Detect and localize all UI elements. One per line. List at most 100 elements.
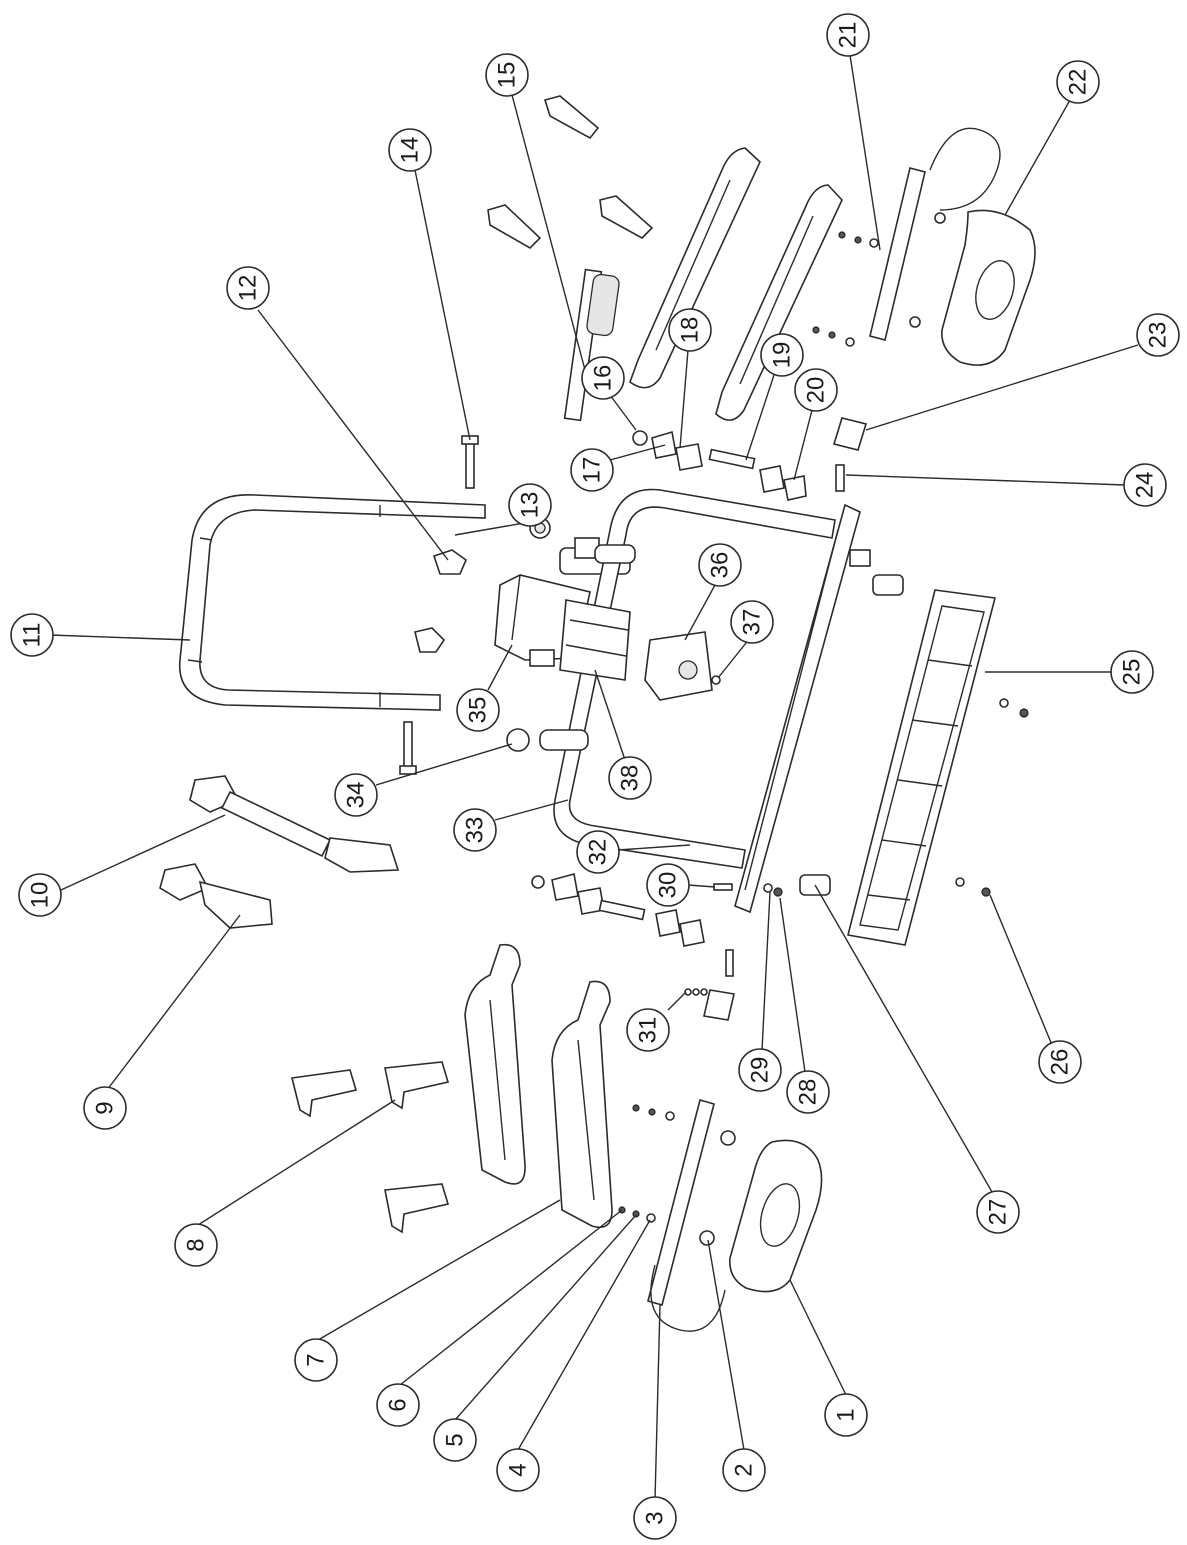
- part-29-washer: [763, 883, 773, 893]
- long-bolt: [399, 721, 417, 775]
- svg-text:4: 4: [505, 1463, 532, 1476]
- washer-lower-1: [720, 1130, 736, 1146]
- callout-22: 22: [1056, 60, 1100, 104]
- part-27-bumper-top: [872, 574, 904, 596]
- part-26-washer-lower: [955, 877, 965, 887]
- part-14-bolt: [461, 435, 479, 489]
- callout-21: 21: [826, 13, 870, 57]
- part-30-bolt: [713, 883, 733, 891]
- svg-text:31: 31: [635, 1017, 662, 1044]
- pin-lower: [598, 899, 646, 921]
- part-11-handle: [178, 494, 486, 711]
- svg-text:24: 24: [1132, 472, 1159, 499]
- part-3-rail: [618, 1099, 726, 1332]
- svg-text:26: 26: [1047, 1049, 1074, 1076]
- part-38-bracket: [559, 599, 631, 681]
- svg-text:21: 21: [835, 22, 862, 49]
- cam-lower-4: [679, 919, 705, 947]
- clip-top-3: [599, 195, 654, 239]
- part-33-frame: [539, 488, 871, 869]
- callout-18: 18: [668, 308, 712, 352]
- svg-text:38: 38: [617, 765, 644, 792]
- callout-14: 14: [388, 128, 432, 172]
- callout-7: 7: [294, 1338, 338, 1382]
- part-26-washer: [999, 698, 1009, 708]
- part-2-washer: [699, 1230, 715, 1246]
- part-28-nut: [773, 887, 783, 897]
- part-15-rod: [563, 268, 620, 422]
- callout-23: 23: [1136, 313, 1180, 357]
- callout-38: 38: [608, 756, 652, 800]
- callout-20: 20: [794, 368, 838, 412]
- part-36-clamp: [644, 631, 713, 701]
- part-31-bead-2: [692, 988, 700, 996]
- svg-text:27: 27: [985, 1199, 1012, 1226]
- svg-text:28: 28: [795, 1079, 822, 1106]
- svg-text:2: 2: [731, 1463, 758, 1476]
- part-31-bead-1: [684, 988, 692, 996]
- callout-32: 32: [576, 830, 620, 874]
- callout-33: 33: [453, 808, 497, 852]
- svg-text:14: 14: [397, 137, 424, 164]
- svg-text:23: 23: [1145, 322, 1172, 349]
- part-34-ball: [506, 728, 530, 752]
- svg-text:16: 16: [590, 365, 617, 392]
- svg-text:9: 9: [92, 1101, 119, 1114]
- part-20-cam-left: [759, 465, 785, 493]
- svg-text:18: 18: [677, 317, 704, 344]
- callout-2: 2: [722, 1448, 766, 1492]
- upper-arm-right: [715, 184, 843, 421]
- svg-text:17: 17: [579, 457, 606, 484]
- part-22-pad: [941, 209, 1036, 366]
- callout-11: 11: [10, 613, 54, 657]
- callout-24: 24: [1123, 463, 1167, 507]
- svg-text:5: 5: [442, 1433, 469, 1446]
- svg-text:6: 6: [385, 1398, 412, 1411]
- lower-arm-left: [464, 943, 526, 1185]
- callout-16: 16: [581, 356, 625, 400]
- svg-text:25: 25: [1119, 659, 1146, 686]
- callout-10: 10: [18, 873, 62, 917]
- callout-27: 27: [976, 1190, 1020, 1234]
- cross-beam: [734, 503, 861, 914]
- callout-37: 37: [730, 600, 774, 644]
- callout-12: 12: [226, 266, 270, 310]
- callout-4: 4: [496, 1448, 540, 1492]
- svg-text:30: 30: [655, 872, 682, 899]
- part-19-pin: [708, 448, 756, 470]
- part-16-nut: [632, 430, 648, 446]
- callout-31: 31: [626, 1008, 670, 1052]
- callout-36: 36: [698, 543, 742, 587]
- callout-25: 25: [1110, 650, 1154, 694]
- callout-34: 34: [334, 773, 378, 817]
- svg-text:19: 19: [769, 342, 796, 369]
- callout-8: 8: [174, 1223, 218, 1267]
- part-23-block: [832, 417, 868, 451]
- nut-lower: [531, 875, 545, 889]
- part-20-cam: [783, 475, 807, 501]
- part-31-bead-3: [700, 988, 708, 996]
- callout-29: 29: [738, 1048, 782, 1092]
- part-9-arm: [159, 863, 273, 929]
- spring-lower: [725, 949, 734, 977]
- svg-text:34: 34: [343, 782, 370, 809]
- svg-text:32: 32: [585, 839, 612, 866]
- callout-6: 6: [376, 1383, 420, 1427]
- cam-lower-1: [551, 872, 579, 901]
- svg-text:36: 36: [707, 552, 734, 579]
- svg-text:20: 20: [803, 377, 830, 404]
- callout-5: 5: [433, 1418, 477, 1462]
- callout-28: 28: [786, 1070, 830, 1114]
- svg-text:13: 13: [517, 492, 544, 519]
- part-25-plate-holder: [847, 589, 997, 946]
- svg-text:10: 10: [27, 882, 54, 909]
- svg-text:35: 35: [465, 697, 492, 724]
- callout-9: 9: [83, 1086, 127, 1130]
- callout-3: 3: [633, 1496, 677, 1540]
- callout-17: 17: [570, 448, 614, 492]
- callout-13: 13: [508, 483, 552, 527]
- part-12-knob: [414, 549, 467, 653]
- callout-15: 15: [485, 53, 529, 97]
